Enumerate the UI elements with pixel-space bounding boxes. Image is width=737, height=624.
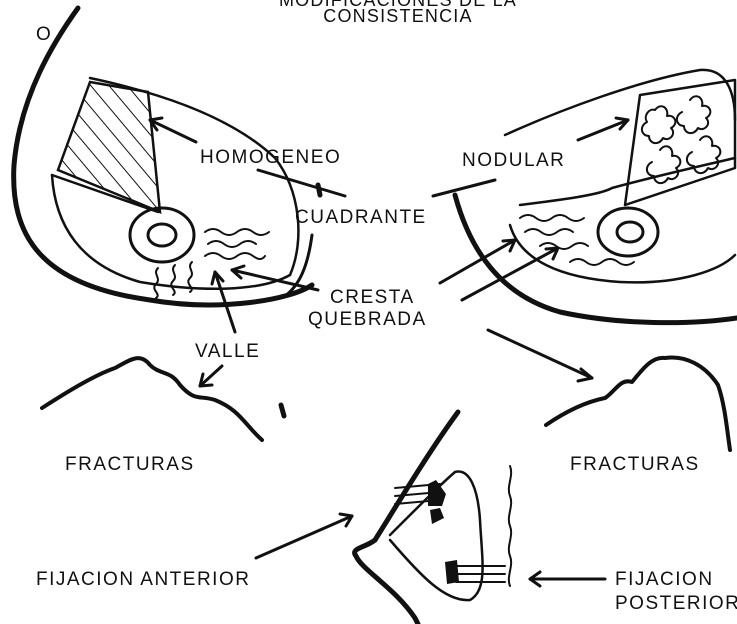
right-breast-drawing <box>455 70 737 323</box>
right-nipple <box>617 222 643 242</box>
label-fijacion-posterior-2: POSTERIOR <box>615 593 737 614</box>
right-areola <box>598 208 658 256</box>
left-areola <box>130 208 194 262</box>
orientation-label: O <box>36 24 52 45</box>
fixation-drawing <box>256 412 605 624</box>
label-cresta: CRESTA <box>330 287 415 308</box>
homogeneous-quadrant <box>58 82 160 212</box>
label-nodular: NODULAR <box>462 150 565 171</box>
left-nipple <box>148 224 176 246</box>
label-cuadrante: CUADRANTE <box>295 207 427 228</box>
nodular-pointer <box>433 180 495 196</box>
label-fracturas-right: FRACTURAS <box>570 454 700 475</box>
nodular-quadrant <box>625 80 735 205</box>
left-fracture-profile <box>42 358 262 440</box>
homogeneo-pointer <box>258 170 345 196</box>
label-fijacion-anterior: FIJACION ANTERIOR <box>36 569 250 590</box>
label-quebrada: QUEBRADA <box>308 309 427 330</box>
label-homogeneo: HOMOGENEO <box>200 147 341 168</box>
label-fijacion-posterior-1: FIJACION <box>615 569 714 590</box>
label-valle: VALLE <box>195 341 260 362</box>
title-line-2: CONSISTENCIA <box>323 6 472 26</box>
right-fracture-profile <box>546 357 730 450</box>
fracture-pointer <box>488 330 592 378</box>
label-fracturas-left: FRACTURAS <box>65 454 195 475</box>
